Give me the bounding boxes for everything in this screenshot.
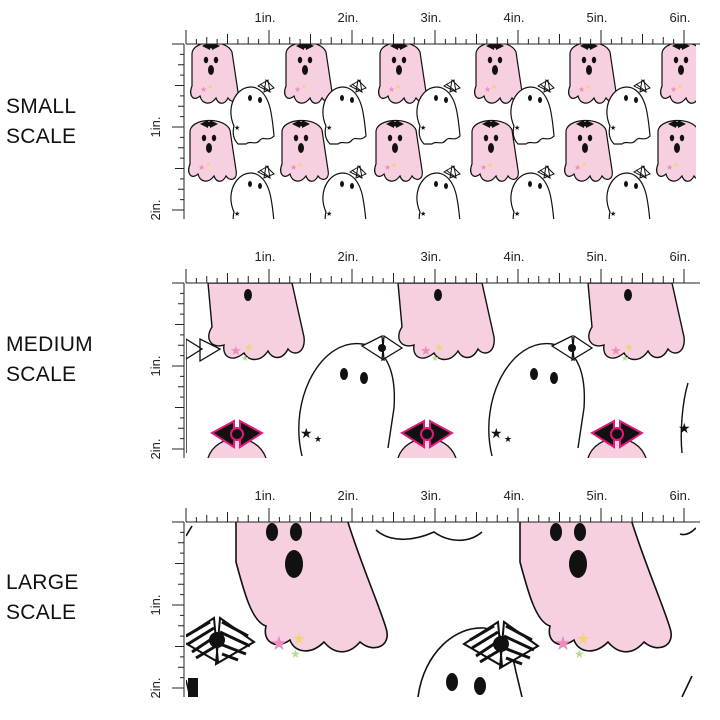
small-top-tick-label: 1in.	[255, 10, 276, 25]
large-scale-swatch: ★ ★ ★	[186, 522, 696, 697]
large-side-tick-label: 1in.	[148, 595, 163, 616]
medium-side-tick-label: 2in.	[148, 439, 163, 460]
medium-top-tick-label: 2in.	[338, 249, 359, 264]
medium-scale-label: MEDIUM SCALE	[6, 330, 93, 390]
small-ghost-pattern	[188, 44, 696, 219]
small-scale-label-line1: SMALL	[6, 95, 77, 118]
small-scale-label: SMALL SCALE	[6, 92, 76, 152]
medium-scale-swatch: ★ ★ ★ ★ ★ ★	[186, 283, 691, 458]
large-top-tick-label: 5in.	[587, 488, 608, 503]
medium-top-tick-label: 5in.	[587, 249, 608, 264]
large-ghost-pattern	[186, 522, 696, 697]
large-top-tick-label: 1in.	[255, 488, 276, 503]
small-top-tick-label: 2in.	[338, 10, 359, 25]
small-top-tick-label: 4in.	[504, 10, 525, 25]
small-top-tick-label: 6in.	[670, 10, 691, 25]
small-top-tick-label: 5in.	[587, 10, 608, 25]
large-side-tick-label: 2in.	[148, 678, 163, 699]
svg-text:★: ★	[678, 420, 691, 436]
medium-side-tick-label: 1in.	[148, 356, 163, 377]
large-top-tick-label: 2in.	[338, 488, 359, 503]
medium-top-tick-label: 3in.	[421, 249, 442, 264]
medium-scale-label-line2: SCALE	[6, 363, 77, 386]
small-scale-swatch: ★ ★ ★	[188, 44, 696, 219]
large-scale-label-line2: SCALE	[6, 601, 77, 624]
large-top-tick-label: 3in.	[421, 488, 442, 503]
large-top-tick-label: 4in.	[504, 488, 525, 503]
small-top-tick-label: 3in.	[421, 10, 442, 25]
small-side-tick-label: 1in.	[148, 117, 163, 138]
medium-top-tick-label: 4in.	[504, 249, 525, 264]
large-top-tick-label: 6in.	[670, 488, 691, 503]
large-scale-label-line1: LARGE	[6, 571, 79, 594]
medium-scale-label-line1: MEDIUM	[6, 333, 93, 356]
medium-top-tick-label: 6in.	[670, 249, 691, 264]
medium-ghost-pattern: ★	[186, 283, 691, 458]
large-scale-label: LARGE SCALE	[6, 568, 79, 628]
medium-top-tick-label: 1in.	[255, 249, 276, 264]
small-scale-label-line2: SCALE	[6, 125, 77, 148]
small-side-tick-label: 2in.	[148, 200, 163, 221]
